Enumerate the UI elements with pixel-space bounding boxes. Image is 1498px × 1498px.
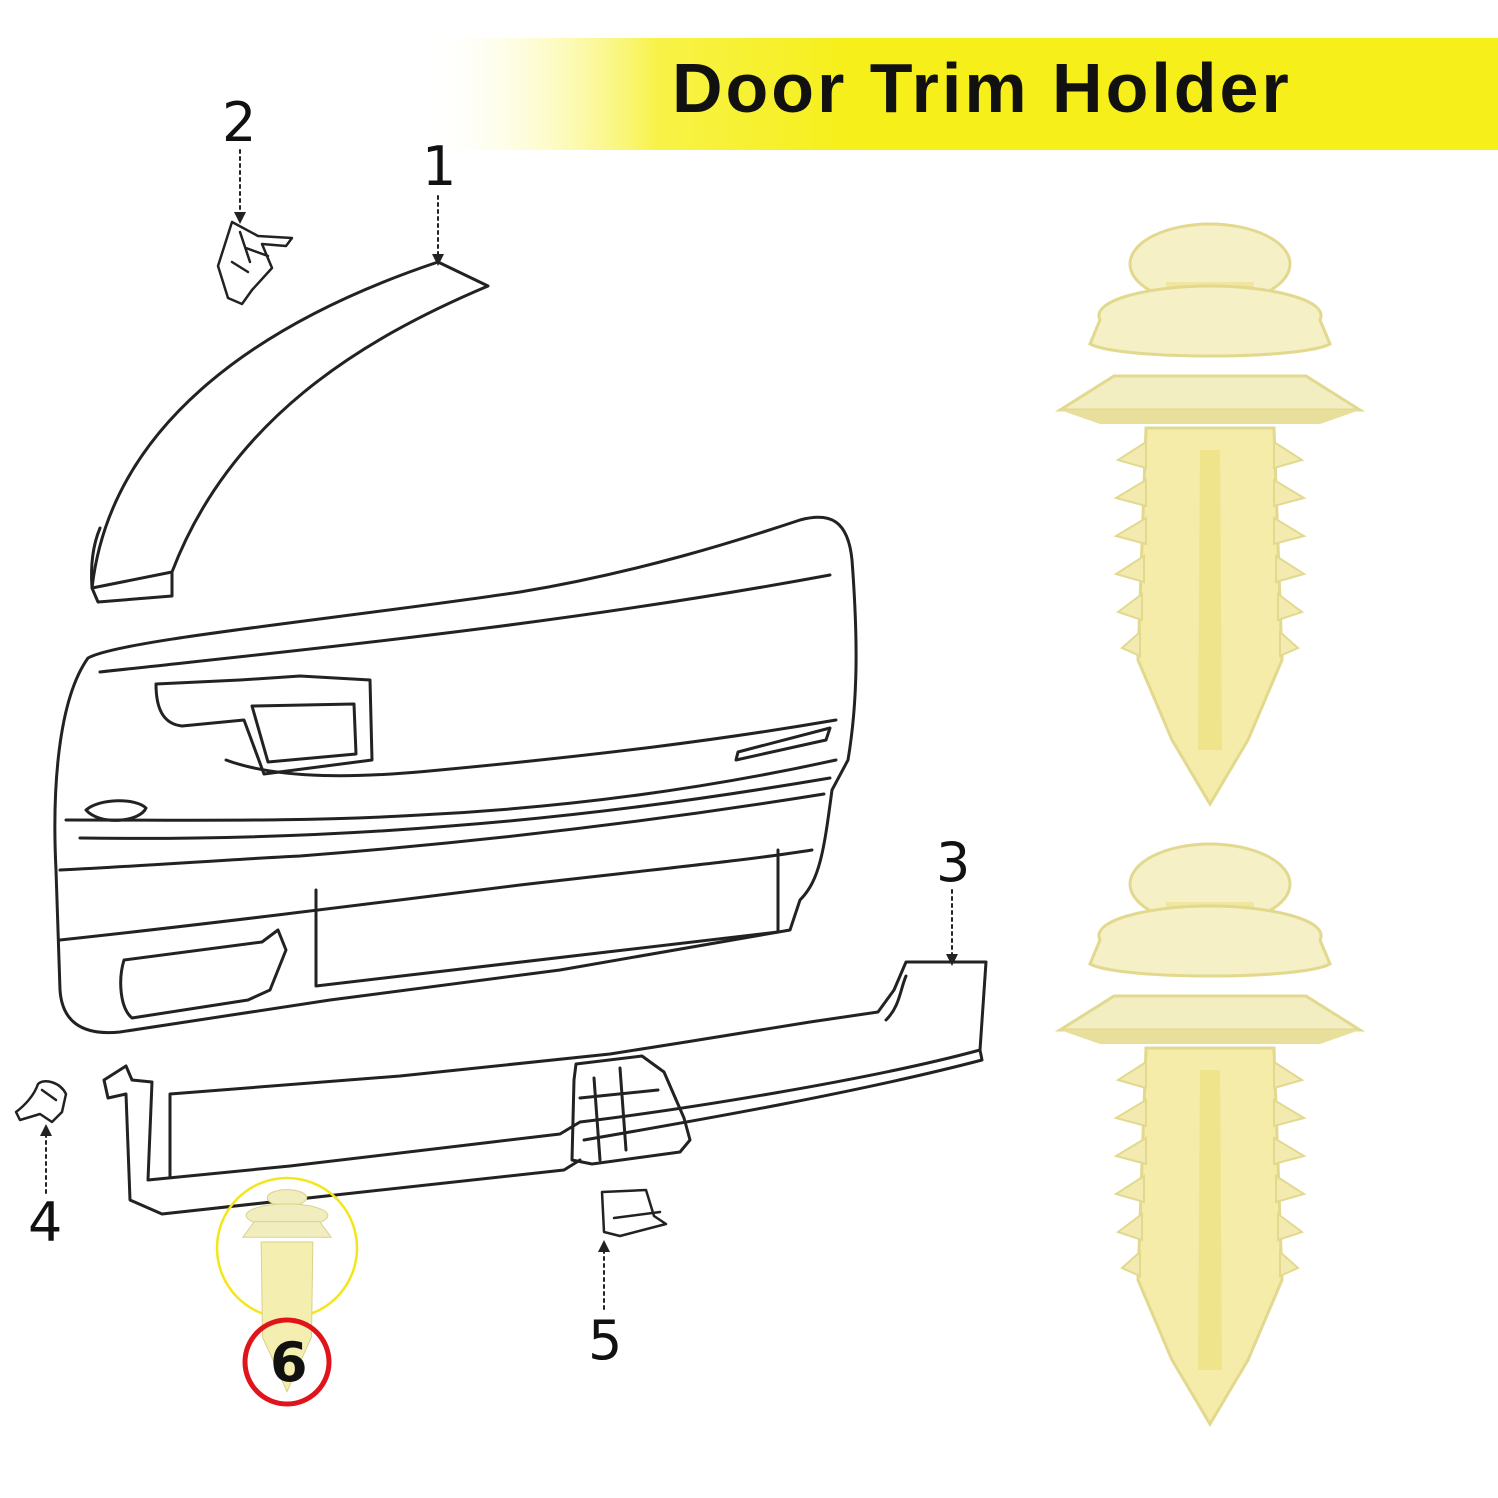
title-banner bbox=[420, 38, 1498, 150]
clip-6-icon bbox=[241, 1189, 333, 1393]
molding-bracket bbox=[570, 1054, 692, 1166]
clip-large-bottom bbox=[1054, 842, 1366, 1427]
callout-6: 6 bbox=[270, 1331, 308, 1394]
door-panel bbox=[53, 515, 858, 1035]
upper-trim-panel bbox=[90, 260, 490, 604]
retainer-clip-2 bbox=[216, 220, 294, 306]
lower-trim-molding bbox=[102, 960, 988, 1216]
callout-1: 1 bbox=[422, 135, 457, 198]
callout-2: 2 bbox=[222, 91, 257, 154]
retainer-clip-4 bbox=[14, 1080, 68, 1124]
callout-4: 4 bbox=[28, 1191, 63, 1254]
bracket-5 bbox=[600, 1188, 668, 1238]
callout-5: 5 bbox=[588, 1309, 623, 1372]
callout-3: 3 bbox=[936, 831, 971, 894]
callout-ring-6 bbox=[242, 1317, 332, 1407]
clip-large-top bbox=[1054, 222, 1366, 807]
leader-lines bbox=[45, 149, 953, 1311]
title: Door Trim Holder bbox=[672, 49, 1292, 127]
